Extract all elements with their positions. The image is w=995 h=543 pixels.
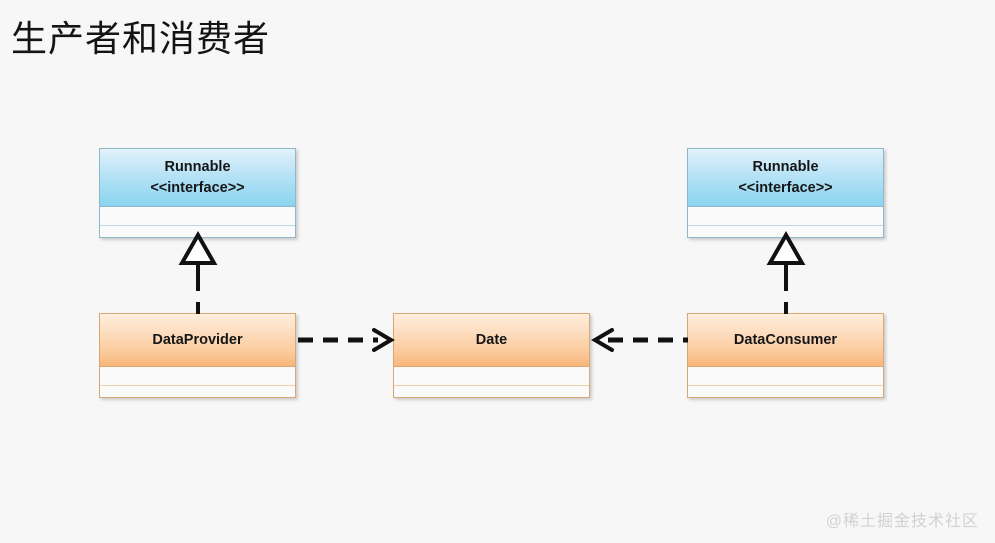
open-arrowhead-icon [372,328,395,352]
uml-operations-compartment [688,386,883,397]
uml-class-runnable-left[interactable]: Runnable <<interface>> [99,148,296,238]
connector-realization-provider-runnable[interactable] [170,230,230,320]
uml-class-header: DataConsumer [688,314,883,367]
uml-class-header: Runnable <<interface>> [100,149,295,207]
uml-class-header: Runnable <<interface>> [688,149,883,207]
uml-class-name: Runnable [752,158,819,175]
uml-class-name: DataConsumer [733,331,838,348]
uml-attributes-compartment [688,367,883,386]
uml-operations-compartment [688,226,883,237]
uml-class-stereotype: <<interface>> [738,179,833,196]
uml-class-name: DataProvider [152,331,243,348]
page-title: 生产者和消费者 [11,18,271,59]
uml-class-name: Runnable [164,158,231,175]
connector-dependency-provider-date[interactable] [296,325,396,355]
uml-class-data-provider[interactable]: DataProvider [99,313,296,398]
uml-operations-compartment [394,386,589,397]
uml-attributes-compartment [100,367,295,386]
uml-operations-compartment [100,226,295,237]
uml-class-header: DataProvider [100,314,295,367]
uml-class-header: Date [394,314,589,367]
open-arrowhead-icon [591,328,614,352]
uml-attributes-compartment [100,207,295,226]
uml-attributes-compartment [688,207,883,226]
connector-realization-consumer-runnable[interactable] [758,230,818,320]
uml-class-name: Date [475,331,508,348]
uml-class-runnable-right[interactable]: Runnable <<interface>> [687,148,884,238]
uml-class-date[interactable]: Date [393,313,590,398]
connector-dependency-consumer-date[interactable] [590,325,690,355]
uml-class-stereotype: <<interface>> [150,179,245,196]
uml-attributes-compartment [394,367,589,386]
watermark: @稀土掘金技术社区 [825,513,979,530]
hollow-triangle-arrowhead-icon [766,230,806,265]
uml-class-data-consumer[interactable]: DataConsumer [687,313,884,398]
uml-operations-compartment [100,386,295,397]
hollow-triangle-arrowhead-icon [178,230,218,265]
